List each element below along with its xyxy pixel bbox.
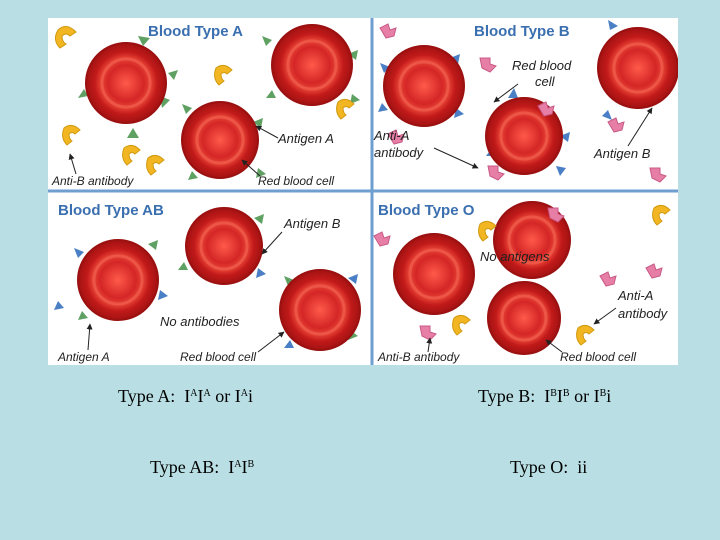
allele: I <box>593 386 600 406</box>
label-red-blood: Red blood <box>512 58 572 73</box>
label-anti-a: Anti-A <box>373 128 409 143</box>
red-blood-cell <box>279 269 361 351</box>
label-no-antibodies: No antibodies <box>160 314 240 329</box>
allele-sup: A <box>234 459 242 470</box>
allele-sup: A <box>190 388 198 399</box>
genotype-type-ab: Type AB: IAIB <box>150 457 254 478</box>
allele: I <box>197 386 204 406</box>
label-anti-b-antibody: Anti-B antibody <box>51 174 134 188</box>
label-red-blood-cell-ab: Red blood cell <box>180 350 256 364</box>
anti-a-antibody-icons <box>373 207 663 341</box>
panel-ab-title: Blood Type AB <box>58 202 164 219</box>
recessive-allele: i <box>247 386 253 406</box>
allele-sup: A <box>240 388 248 399</box>
label-anti-b-antibody-o: Anti-B antibody <box>377 350 460 364</box>
allele: I <box>228 457 235 477</box>
allele-sup: B <box>550 388 557 399</box>
allele: I <box>234 386 241 406</box>
joiner: or <box>215 386 231 406</box>
label-red-blood-cell: Red blood cell <box>258 174 334 188</box>
red-blood-cell <box>487 281 561 355</box>
label-antibody-o: antibody <box>618 306 669 321</box>
anti-a-antibody-icons <box>379 23 667 183</box>
label-antigen-a: Antigen A <box>277 131 334 146</box>
allele-sup: B <box>599 388 607 399</box>
red-blood-cell <box>383 45 465 127</box>
genotype-type-o: Type O: ii <box>510 457 587 478</box>
red-blood-cell <box>181 101 259 179</box>
allele-sup: A <box>203 388 211 399</box>
red-blood-cell <box>185 207 263 285</box>
panel-type-ab: Blood Type AB Antigen B No antibodies An… <box>54 202 361 364</box>
allele: I <box>184 386 191 406</box>
recessive-allele: i <box>606 386 612 406</box>
genotype-o-prefix: Type O: <box>510 457 569 477</box>
genotype-a-prefix: Type A: <box>118 386 176 406</box>
label-cell: cell <box>535 74 556 89</box>
genotype-type-a: Type A: IAIA or IAi <box>118 386 253 407</box>
genotype-b-prefix: Type B: <box>478 386 536 406</box>
blood-type-diagram: Blood Type A Antigen A Anti-B antibody R… <box>48 18 678 365</box>
red-blood-cell <box>485 97 563 175</box>
red-blood-cell <box>493 201 571 279</box>
allele-sup: B <box>562 388 570 399</box>
red-blood-cell <box>597 27 678 109</box>
genotype-ab-prefix: Type AB: <box>150 457 220 477</box>
genotype-o-text: ii <box>577 457 588 477</box>
panel-o-title: Blood Type O <box>378 202 475 219</box>
red-blood-cell <box>77 239 159 321</box>
joiner: or <box>574 386 590 406</box>
anti-b-antibody-icons <box>452 204 671 346</box>
red-blood-cell <box>85 42 167 124</box>
allele: I <box>241 457 248 477</box>
panel-a-title: Blood Type A <box>148 23 243 40</box>
genotype-type-b: Type B: IBIB or IBi <box>478 386 611 407</box>
red-blood-cell <box>271 24 353 106</box>
panel-type-o: Blood Type O No antigens Anti-A antibody… <box>373 201 671 364</box>
label-antibody: antibody <box>374 145 425 160</box>
allele: I <box>544 386 551 406</box>
label-antigen-b-ab: Antigen B <box>283 216 341 231</box>
allele: I <box>556 386 563 406</box>
allele-sup: B <box>247 459 255 470</box>
label-antigen-b: Antigen B <box>593 146 651 161</box>
anti-b-antibody-icons <box>54 26 355 176</box>
panel-b-title: Blood Type B <box>474 23 570 40</box>
panel-type-a: Blood Type A Antigen A Anti-B antibody R… <box>51 23 360 188</box>
label-no-antigens: No antigens <box>480 249 550 264</box>
panel-type-b: Blood Type B Red blood cell Anti-A antib… <box>373 20 678 183</box>
label-red-blood-cell-o: Red blood cell <box>560 350 636 364</box>
label-antigen-a-ab: Antigen A <box>57 350 110 364</box>
label-anti-a-o: Anti-A <box>617 288 653 303</box>
red-blood-cell <box>393 233 475 315</box>
